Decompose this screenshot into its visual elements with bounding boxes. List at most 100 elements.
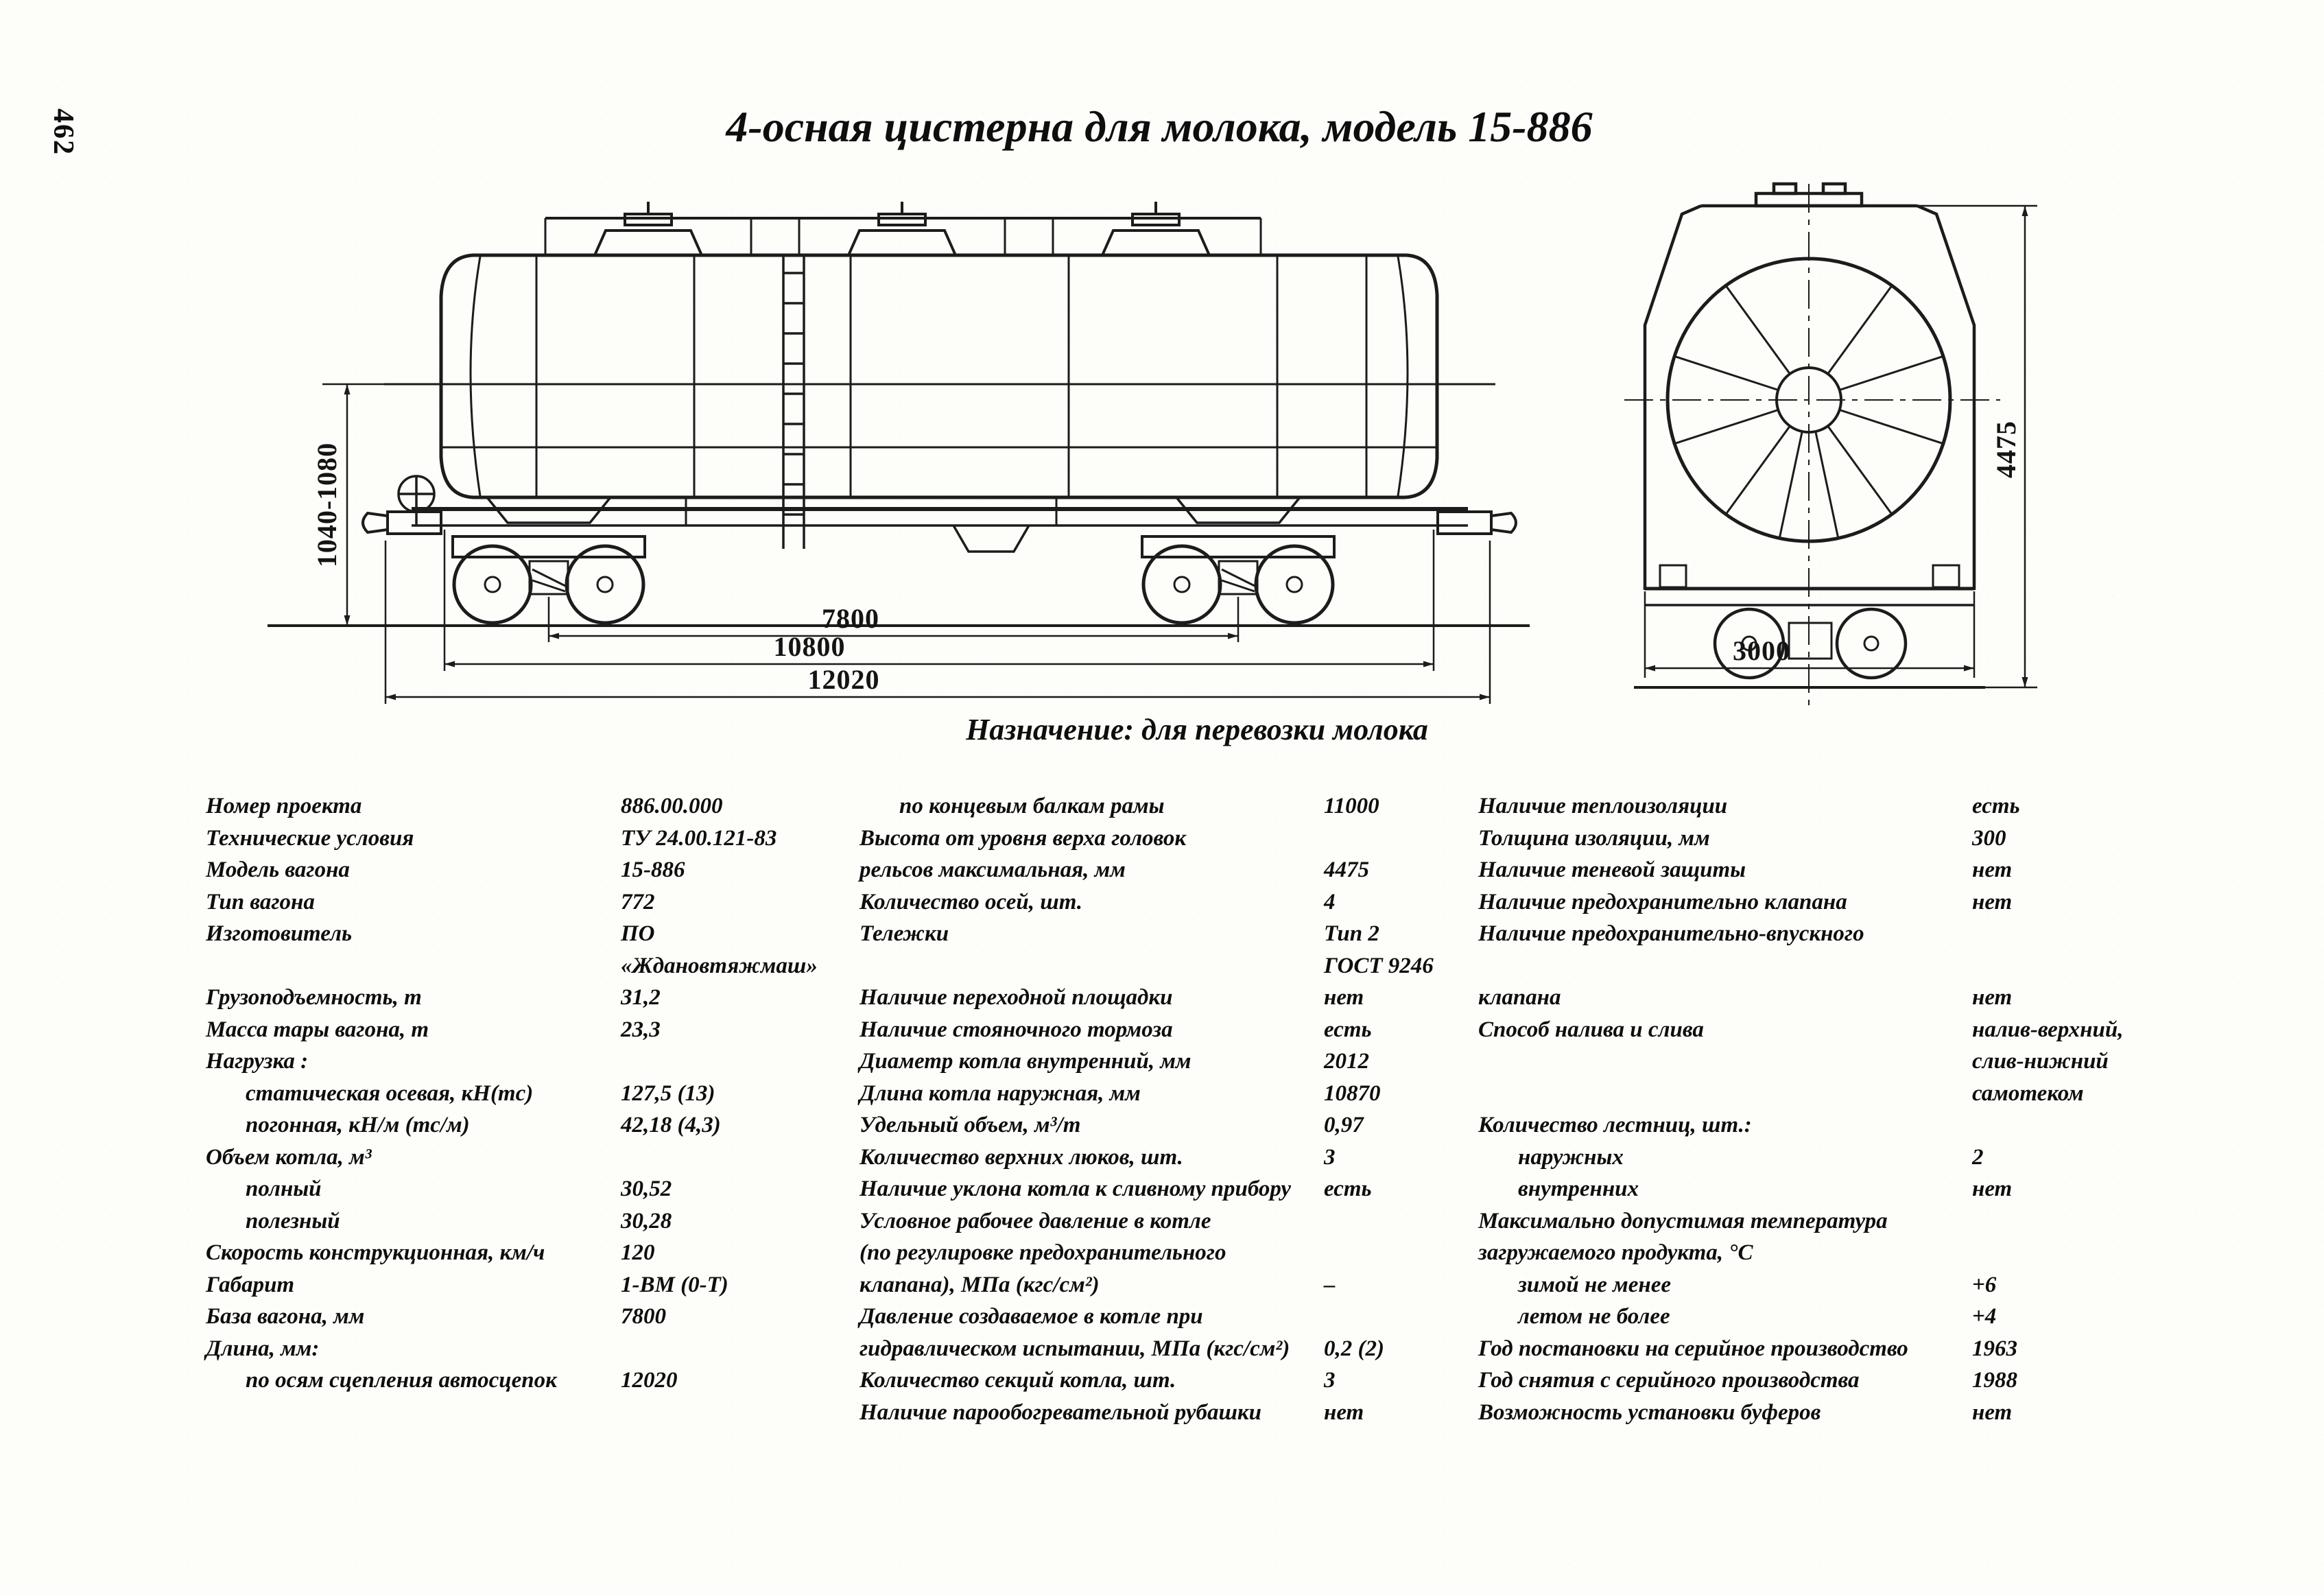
- spec-value: самотеком: [1972, 1080, 2084, 1106]
- spec-row: Количество верхних люков, шт. 3: [859, 1142, 1545, 1174]
- spec-label: Номер проекта: [206, 794, 362, 818]
- spec-value: 30,28: [621, 1208, 672, 1233]
- spec-label: Тележки: [859, 921, 949, 946]
- spec-row: загружаемого продукта, °С: [1478, 1237, 2233, 1269]
- spec-label: загружаемого продукта, °С: [1478, 1240, 1753, 1265]
- dim-height-range-label: 1040-1080: [311, 442, 342, 567]
- spec-label: Длина котла наружная, мм: [859, 1080, 1141, 1106]
- side-view: [268, 202, 1530, 627]
- spec-row: База вагона, мм 7800: [206, 1301, 892, 1333]
- side-dimensions: 1040-1080 7800 10800 12020: [311, 383, 1491, 704]
- underframe: [412, 496, 1468, 553]
- spec-row: зимой не менее +6: [1478, 1269, 2233, 1301]
- end-view: [1624, 182, 2000, 708]
- spec-value: нет: [1324, 1399, 1364, 1425]
- spec-row: Количество секций котла, шт.3: [859, 1364, 1545, 1397]
- dim-coupler-length-label: 12020: [808, 664, 880, 695]
- spec-label: Модель вагона: [206, 858, 350, 882]
- spec-label: Наличие теневой защиты: [1478, 858, 1746, 882]
- spec-row: клапана), МПа (кгс/см²)–: [859, 1269, 1545, 1301]
- spec-label: Высота от уровня верха головок: [859, 825, 1187, 851]
- spec-value: 0,2 (2): [1324, 1336, 1384, 1361]
- spec-value: налив-верхний,: [1972, 1017, 2124, 1042]
- spec-label: Объем котла, м³: [206, 1144, 372, 1170]
- spec-value: –: [1324, 1272, 1336, 1297]
- spec-label: Количество осей, шт.: [859, 889, 1083, 914]
- spec-label: Давление создаваемое в котле при: [859, 1304, 1203, 1329]
- spec-value: нет: [1324, 985, 1364, 1010]
- spec-value: 0,97: [1324, 1113, 1364, 1137]
- spec-row: «Ждановтяжмаш»: [206, 950, 892, 982]
- spec-row: Модель вагона 15-886: [206, 854, 892, 886]
- spec-label: Габарит: [206, 1272, 295, 1297]
- top-hatches: [544, 202, 1262, 256]
- spec-value: 15-886: [621, 858, 685, 882]
- spec-value: +6: [1972, 1272, 1997, 1297]
- spec-row: гидравлическом испытании, МПа (кгс/см²) 0…: [859, 1333, 1545, 1365]
- spec-row: погонная, кН/м (тс/м)42,18 (4,3): [206, 1109, 892, 1142]
- spec-label: Условное рабочее давление в котле: [859, 1208, 1211, 1233]
- spec-value: ТУ 24.00.121-83: [621, 825, 777, 851]
- spec-label: рельсов максимальная, мм: [859, 858, 1126, 882]
- spec-row: Высота от уровня верха головок: [859, 823, 1545, 855]
- spec-label: гидравлическом испытании, МПа (кгс/см²): [859, 1336, 1290, 1361]
- center-lines: [1624, 184, 2000, 708]
- spec-value: нет: [1972, 1399, 2013, 1425]
- spec-label: Наличие теплоизоляции: [1478, 794, 1728, 818]
- side-ladder: [782, 255, 805, 549]
- spec-row: Количество лестниц, шт.:: [1478, 1109, 2233, 1142]
- spec-value: нет: [1972, 985, 2013, 1010]
- page-title: 4-осная цистерна для молока, модель 15-8…: [726, 102, 1593, 151]
- spec-label: полный: [246, 1177, 322, 1201]
- spec-value: нет: [1972, 889, 2013, 914]
- dim-end-height-label: 4475: [1991, 421, 2021, 478]
- spec-value: 23,3: [621, 1017, 661, 1042]
- spec-value: 127,5 (13): [621, 1080, 715, 1106]
- spec-value: «Ждановтяжмаш»: [621, 953, 818, 978]
- spec-label: Толщина изоляции, мм: [1478, 825, 1710, 851]
- spec-label: по концевым балкам рамы: [899, 794, 1165, 818]
- spec-row: (по регулировке предохранительного: [859, 1237, 1545, 1269]
- spec-row: [1478, 950, 2233, 982]
- dim-end-width-label: 3000: [1733, 635, 1790, 666]
- dim-base-label: 7800: [822, 603, 879, 634]
- spec-label: Количество лестниц, шт.:: [1478, 1113, 1752, 1137]
- spec-label: зимой не менее: [1518, 1272, 1672, 1297]
- technical-drawing: 1040-1080 7800 10800 12020: [268, 182, 2037, 708]
- spec-label: Год постановки на серийное производство: [1478, 1336, 1908, 1361]
- spec-label: по осям сцепления автосцепок: [246, 1368, 557, 1393]
- spec-label: База вагона, мм: [206, 1304, 365, 1329]
- spec-value: 2012: [1324, 1049, 1369, 1074]
- bogie-right: [1141, 535, 1336, 625]
- bogie-left: [451, 535, 646, 625]
- spec-label: Скорость конструкционная, км/ч: [206, 1240, 545, 1265]
- spec-value: 7800: [621, 1304, 666, 1329]
- spec-label: статическая осевая, кН(тс): [246, 1080, 534, 1106]
- spec-value: слив-нижний: [1972, 1049, 2109, 1074]
- spec-label: Количество верхних люков, шт.: [859, 1144, 1183, 1170]
- spec-row: Длина, мм:: [206, 1333, 892, 1365]
- spec-value: 3: [1324, 1144, 1336, 1170]
- spec-value: ГОСТ 9246: [1324, 953, 1434, 978]
- dim-frame-length-label: 10800: [774, 631, 846, 662]
- spec-label: Длина, мм:: [206, 1336, 320, 1361]
- spec-label: Наличие переходной площадки: [859, 985, 1173, 1010]
- spec-value: 772: [621, 889, 655, 914]
- spec-row: Условное рабочее давление в котле: [859, 1205, 1545, 1238]
